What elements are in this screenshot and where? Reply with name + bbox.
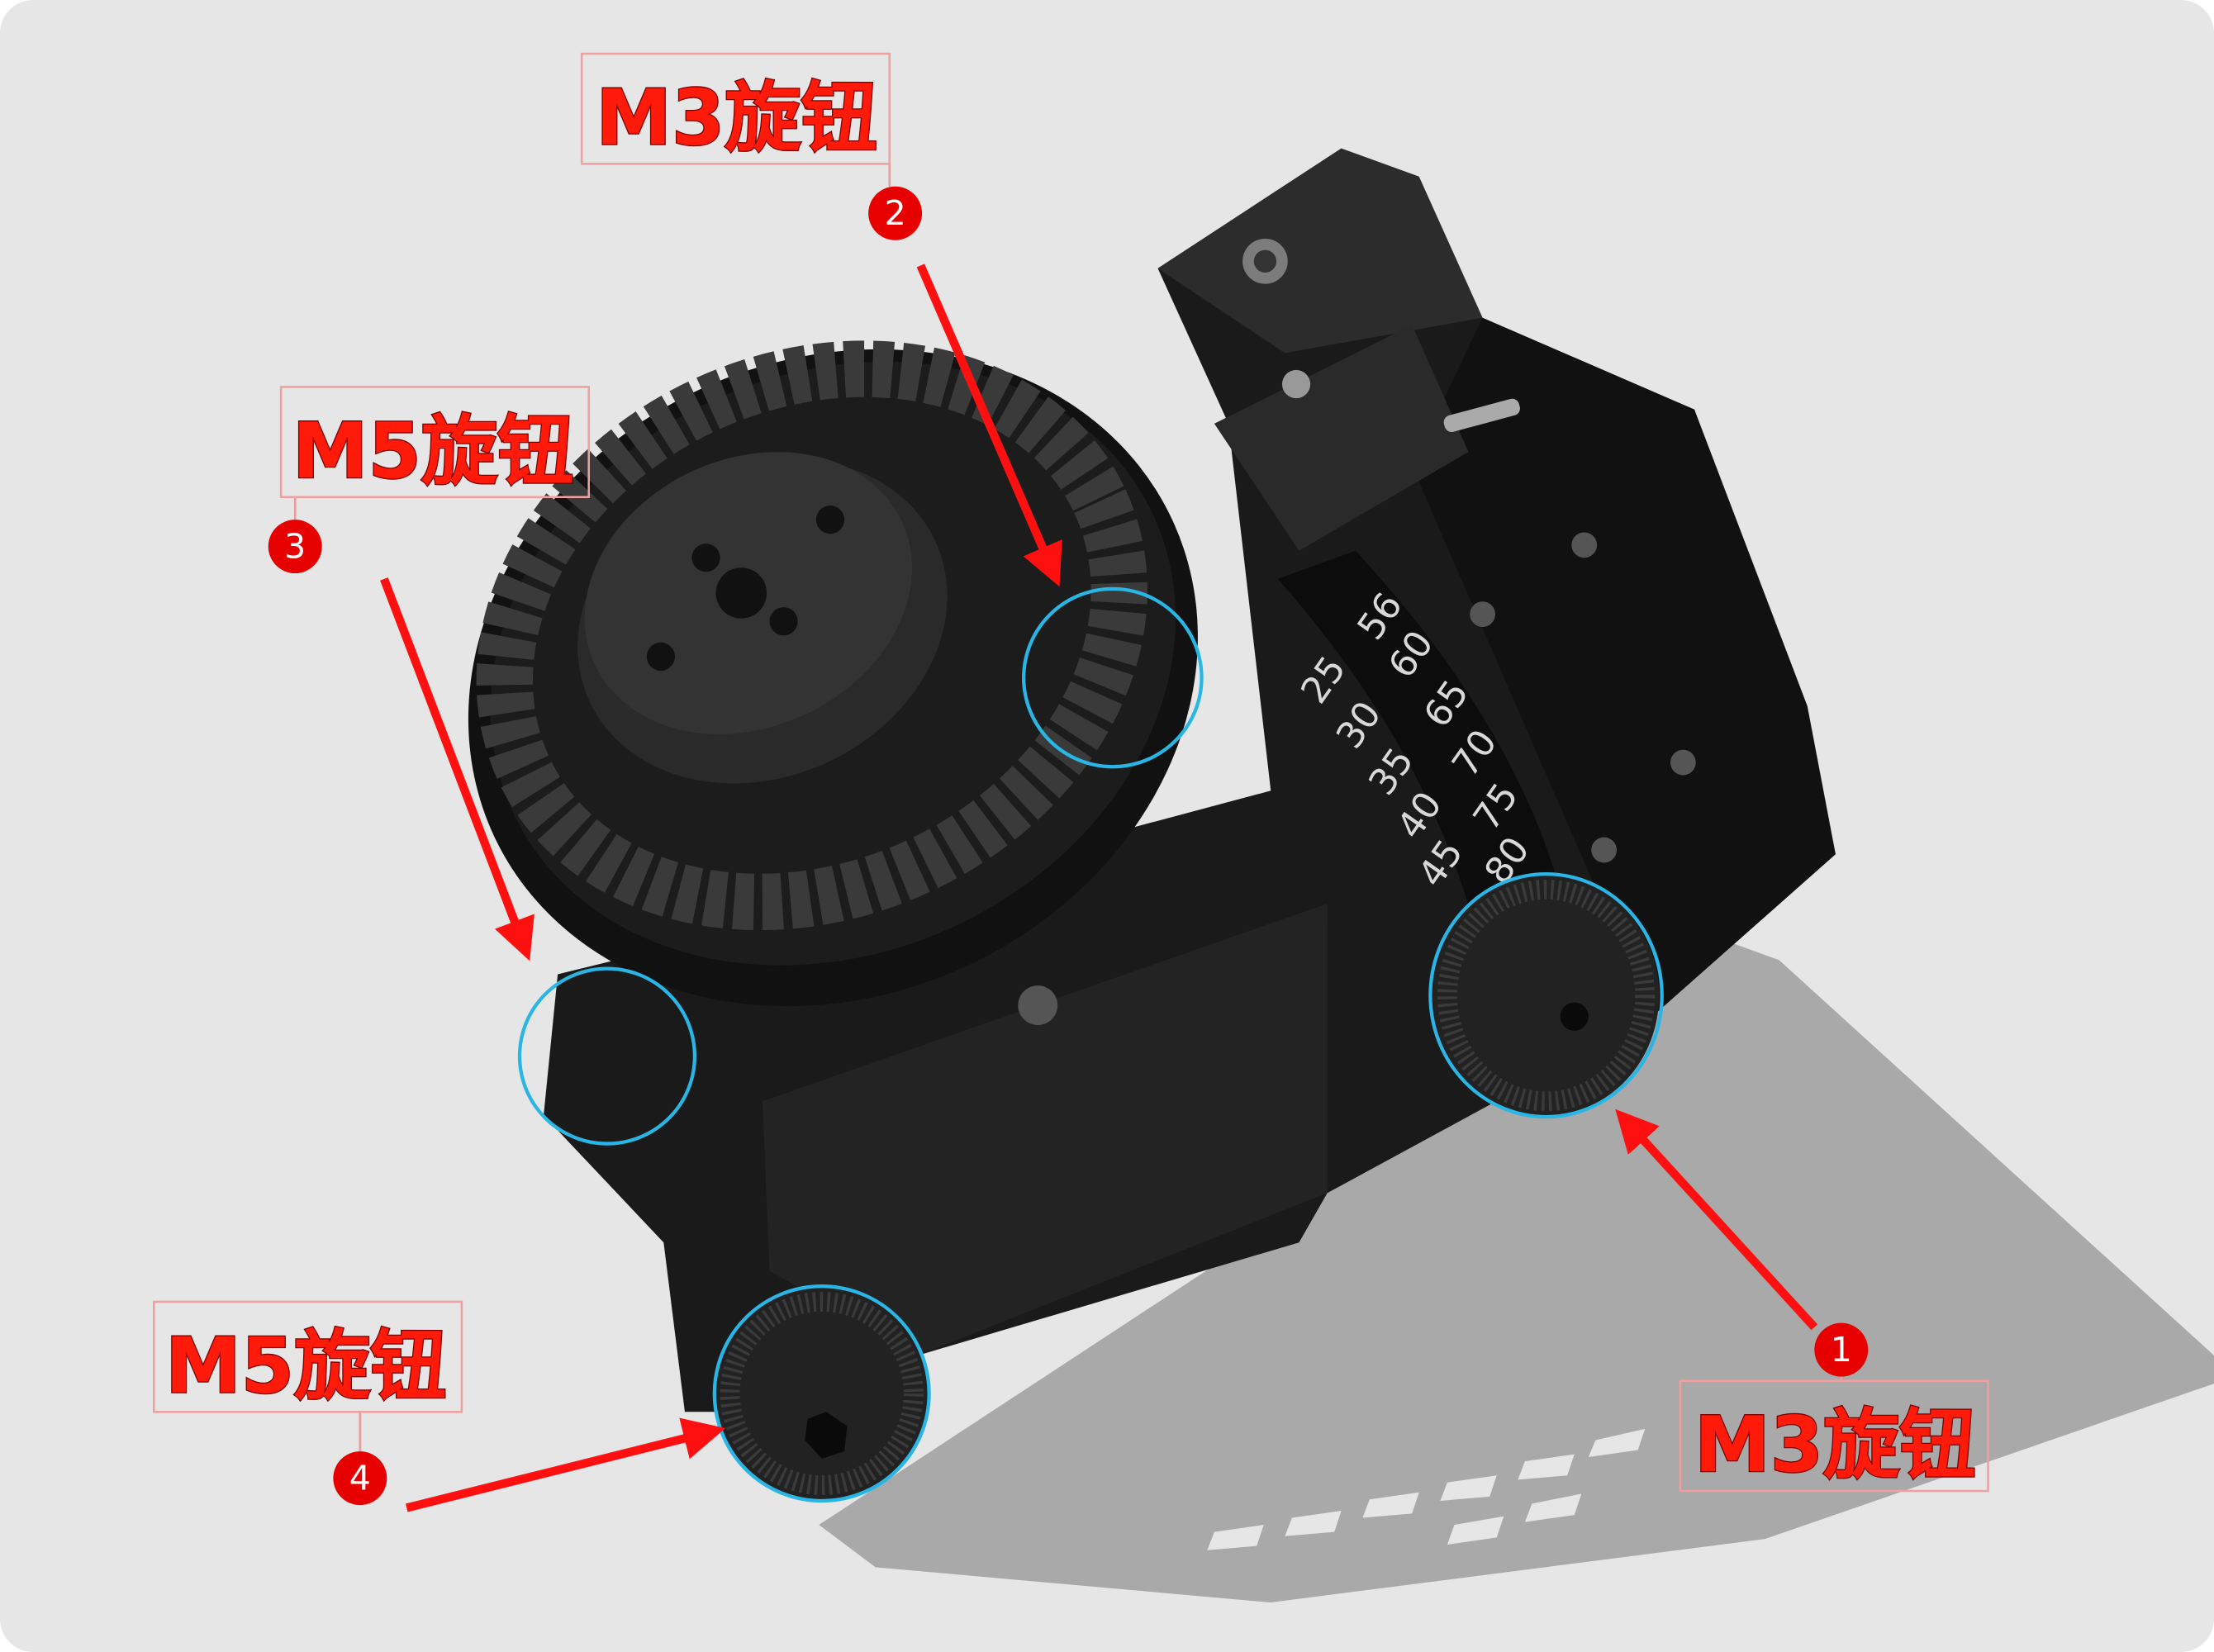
knob-m3-right [1432, 875, 1660, 1116]
arrow-1 [1615, 1108, 1818, 1331]
arrow-2 [916, 263, 1062, 587]
callout-1: M3旋钮 1 [1679, 1322, 1989, 1493]
highlight-circles [517, 586, 1664, 1503]
highlight-circle-4 [712, 1284, 931, 1503]
callout-3: M5旋钮 3 [268, 386, 591, 574]
arrow-4 [406, 1417, 726, 1512]
shadow [819, 904, 2214, 1603]
highlight-circle-1 [1428, 871, 1664, 1119]
callout-label: M3旋钮 [1694, 1400, 1976, 1489]
callout-number: 4 [349, 1459, 371, 1498]
callout-number: 3 [284, 527, 306, 567]
arrow-3 [380, 577, 534, 961]
device-body [544, 148, 1836, 1412]
knob-m5-bottom [715, 1287, 928, 1500]
rotary-stage [468, 340, 1198, 1007]
highlight-circle-2 [1022, 586, 1204, 769]
callout-4: M5旋钮 4 [153, 1300, 463, 1506]
highlight-circle-3 [517, 966, 697, 1146]
callout-2: M3旋钮 2 [580, 52, 923, 240]
callout-label: M3旋钮 [596, 73, 877, 162]
callout-number: 2 [885, 193, 906, 233]
callout-number: 1 [1831, 1330, 1852, 1370]
callout-label: M5旋钮 [165, 1321, 447, 1410]
shadow-holes [1207, 1428, 1646, 1550]
callout-label: M5旋钮 [292, 406, 574, 496]
